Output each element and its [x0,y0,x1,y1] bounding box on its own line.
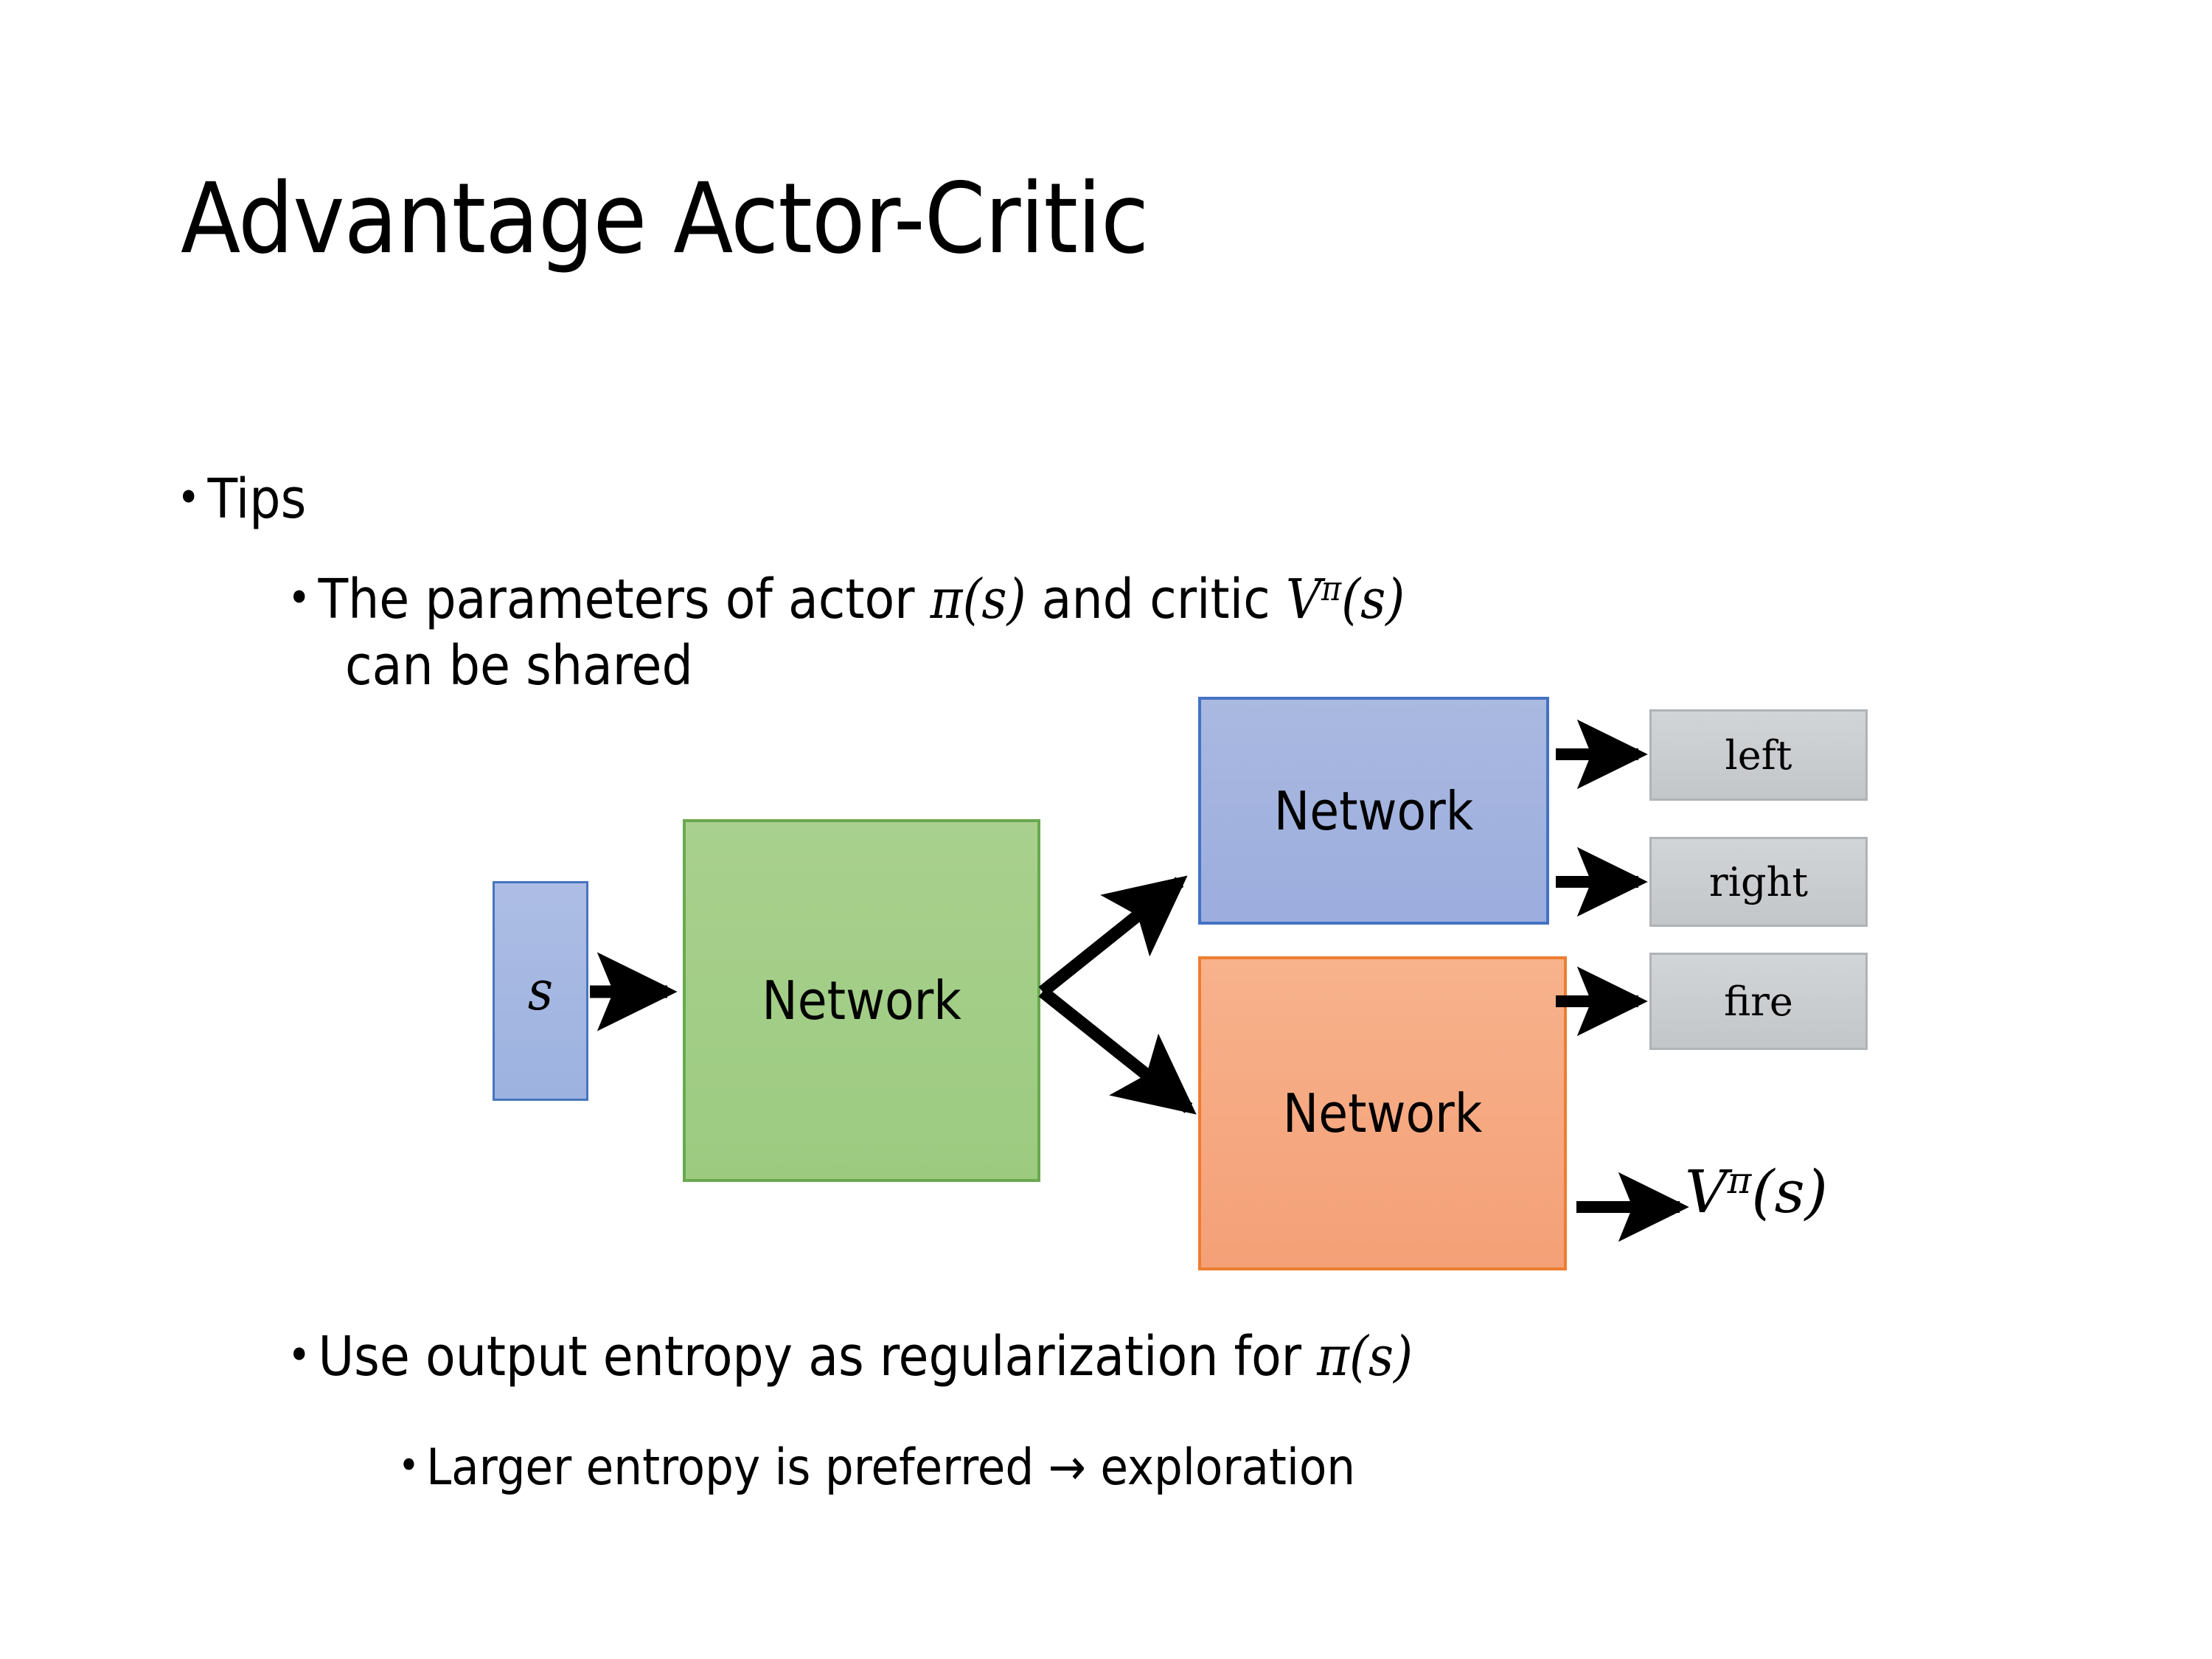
bullet-larger-entropy: •Larger entropy is preferred → explorati… [398,1438,1355,1499]
critic-network-box: Network [1198,956,1567,1270]
bullet-marker-icon: • [398,1442,420,1489]
action-output-fire-label: fire [1724,978,1793,1025]
bullet-params-text-before: The parameters of actor [318,568,931,631]
critic-network-label: Network [1282,1082,1483,1144]
state-input-box: s [493,881,588,1101]
action-output-right-label: right [1708,858,1809,905]
pi-symbol: π [930,568,963,631]
paren-s: (s) [1349,1325,1413,1388]
v-symbol: V [1685,1158,1728,1226]
paren-s: (s) [1751,1158,1828,1226]
bullet-tips-label: Tips [207,467,307,531]
paren-s-1: (s) [962,568,1026,631]
shared-network-box: Network [683,819,1040,1182]
paren-s-2: (s) [1341,568,1405,631]
bullet-params-text-mid: and critic [1026,568,1286,631]
bullet-larger-entropy-label: Larger entropy is preferred → exploratio… [426,1439,1356,1497]
bullet-shared-parameters: •The parameters of actor π(s) and critic… [288,566,1405,633]
v-symbol: V [1285,568,1321,631]
arrow-shared-to-critic [1038,987,1197,1115]
bullet-marker-icon: • [177,471,201,523]
bullet-marker-icon: • [288,571,311,623]
bullet-shared-parameters-cont: can be shared [345,633,693,699]
state-input-label: s [527,959,554,1023]
page-title: Advantage Actor-Critic [181,162,1149,276]
bullet-entropy-text: Use output entropy as regularization for [318,1325,1318,1388]
pi-symbol: π [1317,1325,1349,1388]
pi-superscript: π [1321,568,1342,609]
arrow-shared-to-actor [1038,875,1188,997]
action-output-fire: fire [1649,953,1868,1050]
actor-network-box: Network [1198,697,1549,925]
action-output-left: left [1649,709,1868,801]
shared-network-label: Network [762,970,961,1032]
bullet-marker-icon: • [288,1329,311,1380]
actor-network-label: Network [1273,779,1474,842]
action-output-right: right [1649,837,1868,927]
bullet-tips: •Tips [177,466,306,532]
bullet-entropy-regularization: •Use output entropy as regularization fo… [288,1324,1413,1390]
critic-value-output-label: Vπ(s) [1685,1158,1828,1226]
bullet-params-line2-label: can be shared [345,634,693,698]
action-output-left-label: left [1725,731,1792,779]
pi-superscript: π [1727,1159,1752,1203]
